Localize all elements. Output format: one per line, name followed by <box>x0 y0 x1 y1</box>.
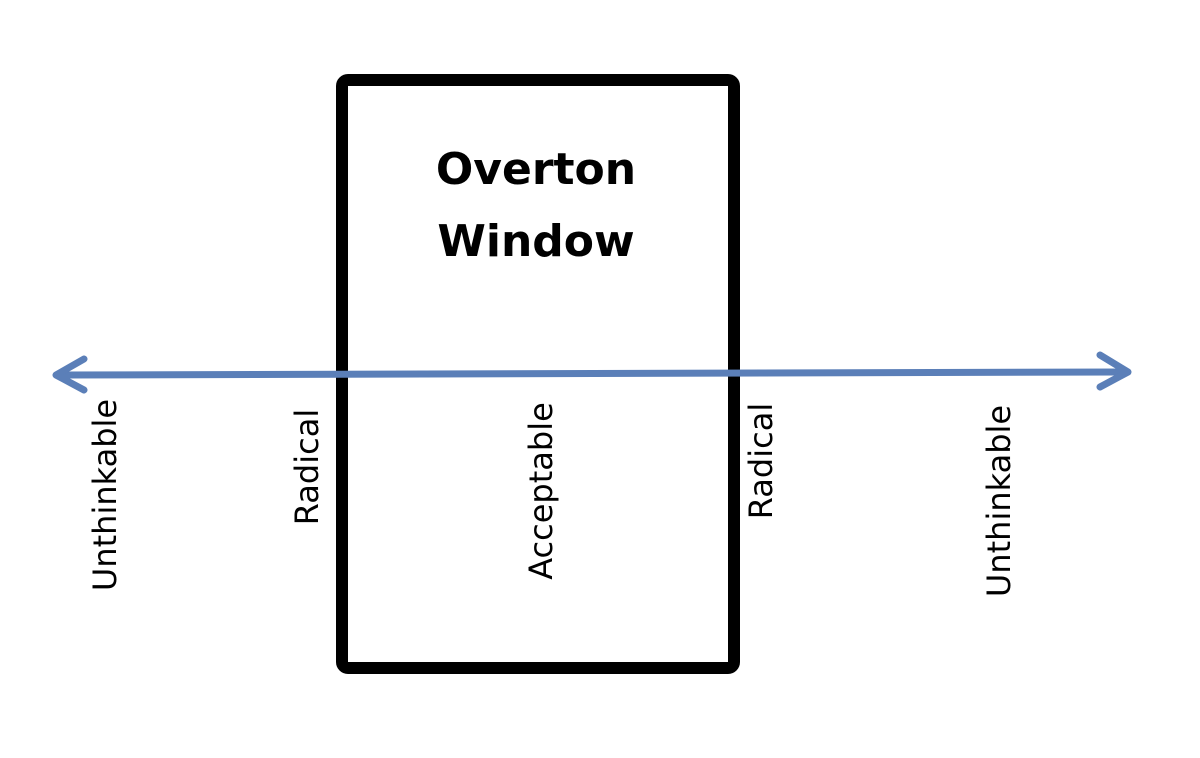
label-right-radical: Radical <box>742 403 780 519</box>
arrowhead-left-icon <box>52 355 88 394</box>
label-left-unthinkable: Unthinkable <box>86 399 124 591</box>
window-title-line2: Window <box>437 216 634 267</box>
label-right-unthinkable: Unthinkable <box>980 405 1018 597</box>
arrowhead-right-icon <box>1096 351 1132 391</box>
spectrum-axis-line <box>58 368 1128 379</box>
window-title-line1: Overton <box>436 144 636 195</box>
label-acceptable: Acceptable <box>522 402 560 580</box>
label-left-radical: Radical <box>288 409 326 525</box>
